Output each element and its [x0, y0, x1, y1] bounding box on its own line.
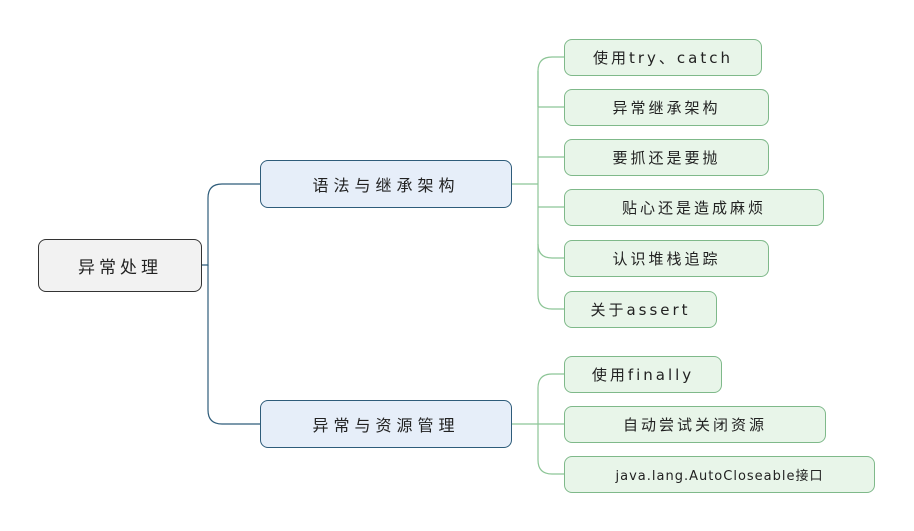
- leaf-node-helpful-or-trouble[interactable]: 贴心还是造成麻烦: [564, 189, 824, 226]
- leaf-node-finally[interactable]: 使用finally: [564, 356, 722, 393]
- leaf-node-stack-trace[interactable]: 认识堆栈追踪: [564, 240, 769, 277]
- leaf-label: 自动尝试关闭资源: [622, 416, 767, 434]
- leaf-label: 关于assert: [590, 301, 691, 319]
- branch-label: 语法与继承架构: [312, 176, 460, 195]
- leaf-label: java.lang.AutoCloseable接口: [615, 469, 824, 484]
- leaf-label: 认识堆栈追踪: [612, 250, 721, 268]
- leaf-node-exception-hierarchy[interactable]: 异常继承架构: [564, 89, 769, 126]
- leaf-label: 要抓还是要抛: [612, 149, 721, 167]
- connectors-branch-2: [512, 373, 564, 475]
- root-label: 异常处理: [78, 258, 162, 278]
- leaf-node-assert[interactable]: 关于assert: [564, 291, 717, 328]
- branch-node-exception-resource[interactable]: 异常与资源管理: [260, 400, 512, 448]
- leaf-label: 异常继承架构: [612, 99, 721, 117]
- connector-root-branch-1: [202, 183, 260, 266]
- root-node[interactable]: 异常处理: [38, 239, 202, 292]
- leaf-label: 使用try、catch: [593, 49, 733, 67]
- leaf-label: 使用finally: [591, 366, 695, 384]
- leaf-node-autocloseable-interface[interactable]: java.lang.AutoCloseable接口: [564, 456, 875, 493]
- connector-root-branch-2: [207, 265, 260, 425]
- leaf-node-catch-or-throw[interactable]: 要抓还是要抛: [564, 139, 769, 176]
- leaf-node-try-catch[interactable]: 使用try、catch: [564, 39, 762, 76]
- branch-label: 异常与资源管理: [312, 416, 460, 435]
- connectors-branch-1: [512, 56, 564, 310]
- leaf-node-auto-close-resource[interactable]: 自动尝试关闭资源: [564, 406, 826, 443]
- branch-node-syntax-inheritance[interactable]: 语法与继承架构: [260, 160, 512, 208]
- leaf-label: 贴心还是造成麻烦: [621, 199, 766, 217]
